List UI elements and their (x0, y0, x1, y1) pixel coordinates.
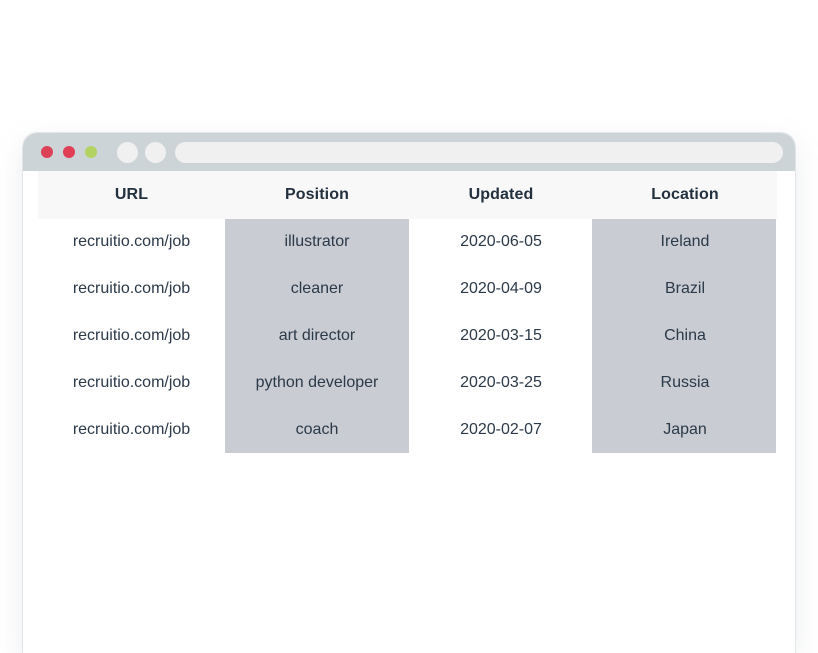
cell-location: Brazil (664, 280, 705, 298)
cell-position: illustrator (284, 233, 350, 251)
cell-location: Ireland (660, 233, 710, 251)
cell-url[interactable]: recruitio.com/job (72, 233, 191, 251)
cell-url[interactable]: recruitio.com/job (72, 420, 191, 438)
table-row[interactable]: recruitio.com/job coach 2020-02-07 Japan (38, 406, 777, 453)
table-header-row: URL Position Updated Location (38, 171, 777, 219)
cell-location: China (664, 326, 706, 344)
back-button[interactable] (117, 142, 138, 163)
cell-location: Japan (663, 420, 707, 438)
page-content: URL Position Updated Location recruitio.… (23, 171, 795, 653)
address-bar[interactable] (175, 142, 783, 163)
browser-window: URL Position Updated Location recruitio.… (23, 133, 795, 653)
minimize-window-button[interactable] (63, 146, 75, 158)
cell-position: cleaner (290, 280, 344, 298)
cell-url[interactable]: recruitio.com/job (72, 373, 191, 391)
maximize-window-button[interactable] (85, 146, 97, 158)
jobs-table: URL Position Updated Location recruitio.… (38, 171, 777, 453)
table-body: recruitio.com/job illustrator 2020-06-05… (38, 219, 777, 453)
cell-position: python developer (255, 373, 379, 391)
cell-url[interactable]: recruitio.com/job (72, 280, 191, 298)
column-highlight-position (225, 219, 409, 453)
cell-updated: 2020-03-25 (460, 373, 542, 391)
cell-updated: 2020-02-07 (460, 420, 542, 438)
table-header: URL Position Updated Location (38, 171, 777, 219)
cell-updated: 2020-03-15 (460, 326, 542, 344)
table-row[interactable]: recruitio.com/job cleaner 2020-04-09 Bra… (38, 266, 777, 313)
table-row[interactable]: recruitio.com/job art director 2020-03-1… (38, 313, 777, 360)
cell-updated: 2020-06-05 (460, 233, 542, 251)
column-header-url[interactable]: URL (38, 171, 225, 219)
table-row[interactable]: recruitio.com/job illustrator 2020-06-05… (38, 219, 777, 266)
cell-updated: 2020-04-09 (460, 280, 542, 298)
cell-position: art director (278, 326, 356, 344)
column-header-position[interactable]: Position (225, 171, 409, 219)
cell-url[interactable]: recruitio.com/job (72, 326, 191, 344)
column-header-location[interactable]: Location (593, 171, 777, 219)
table-row[interactable]: recruitio.com/job python developer 2020-… (38, 359, 777, 406)
cell-position: coach (295, 420, 339, 438)
forward-button[interactable] (145, 142, 166, 163)
column-header-updated[interactable]: Updated (409, 171, 593, 219)
browser-chrome-bar (23, 133, 795, 171)
close-window-button[interactable] (41, 146, 53, 158)
column-highlight-location (592, 219, 776, 453)
cell-location: Russia (660, 373, 710, 391)
